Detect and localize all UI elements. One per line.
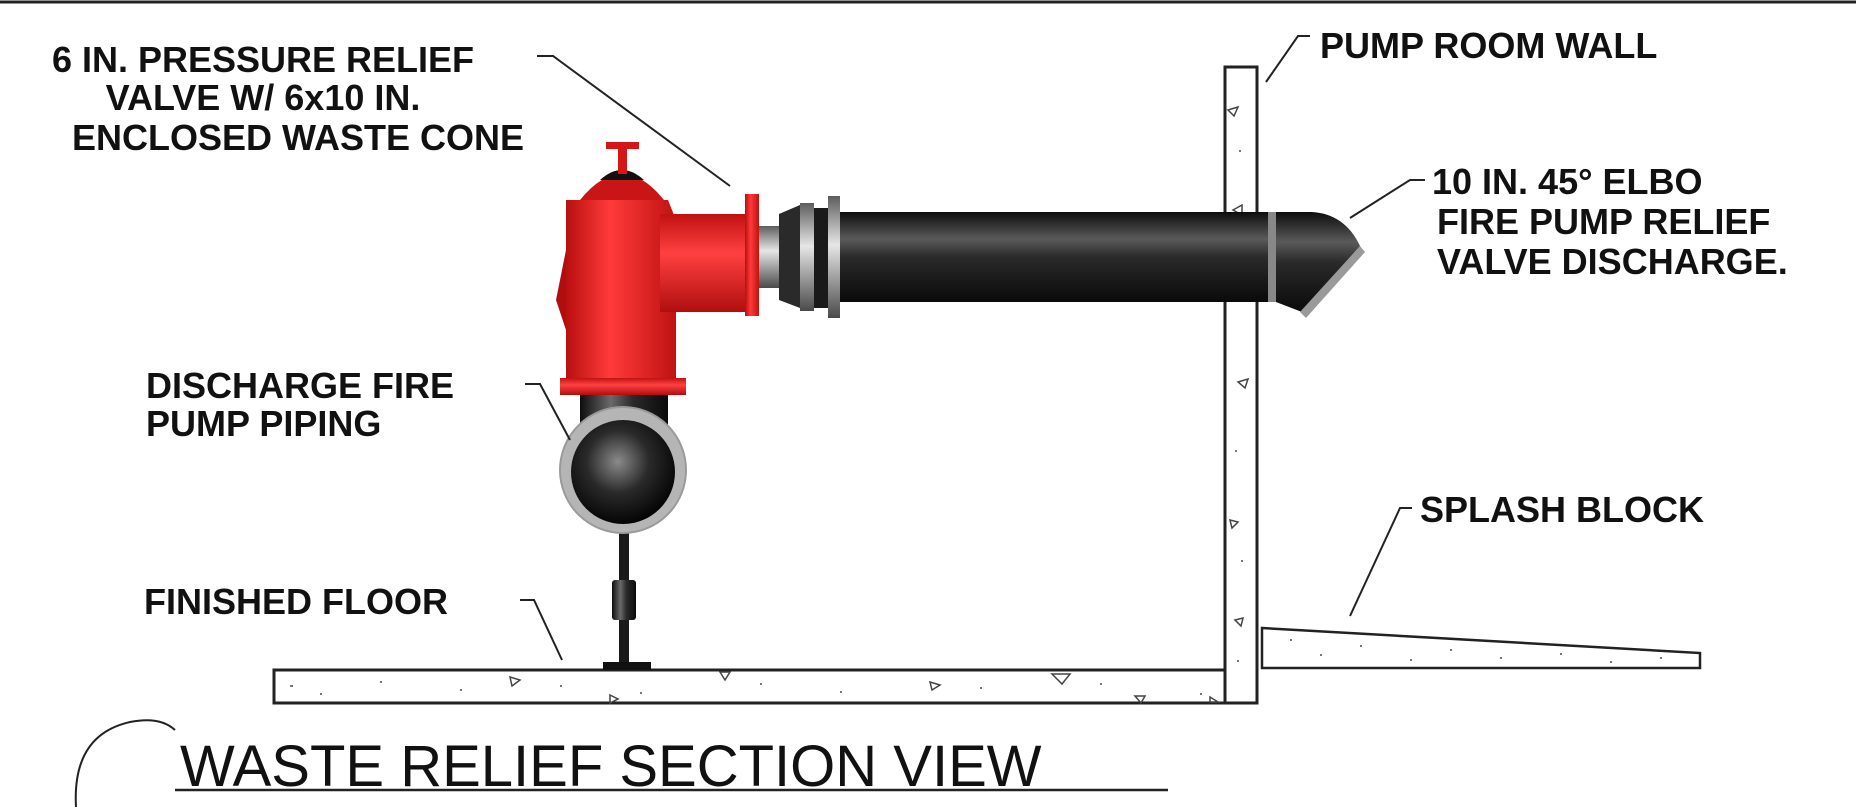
- pump-room-wall-label: PUMP ROOM WALL: [1320, 25, 1657, 66]
- detail-bubble: [74, 719, 176, 807]
- drawing-title: WASTE RELIEF SECTION VIEW: [180, 734, 1042, 799]
- waste-cone-coupling: [759, 196, 840, 318]
- relief-valve: [556, 142, 759, 395]
- discharge-pipe: [559, 390, 687, 534]
- splash-block: [1260, 626, 1702, 670]
- title-block: WASTE RELIEF SECTION VIEW: [74, 719, 1168, 807]
- leader-lines: [520, 35, 1425, 661]
- pipe-support-stand: [603, 528, 651, 670]
- splash-block-label: SPLASH BLOCK: [1420, 489, 1704, 530]
- elbow-45: [1276, 212, 1365, 318]
- finished-floor-slab: [272, 668, 1259, 705]
- relief-valve-label: 6 IN. PRESSURE RELIEF VALVE W/ 6x10 IN. …: [52, 39, 524, 158]
- finished-floor-label: FINISHED FLOOR: [144, 581, 448, 622]
- horizontal-discharge-pipe: [840, 212, 1276, 302]
- pump-room-wall: [1223, 65, 1259, 705]
- elbow-label: 10 IN. 45° ELBO FIRE PUMP RELIEF VALVE D…: [1432, 161, 1788, 282]
- discharge-piping-label: DISCHARGE FIRE PUMP PIPING: [146, 365, 464, 444]
